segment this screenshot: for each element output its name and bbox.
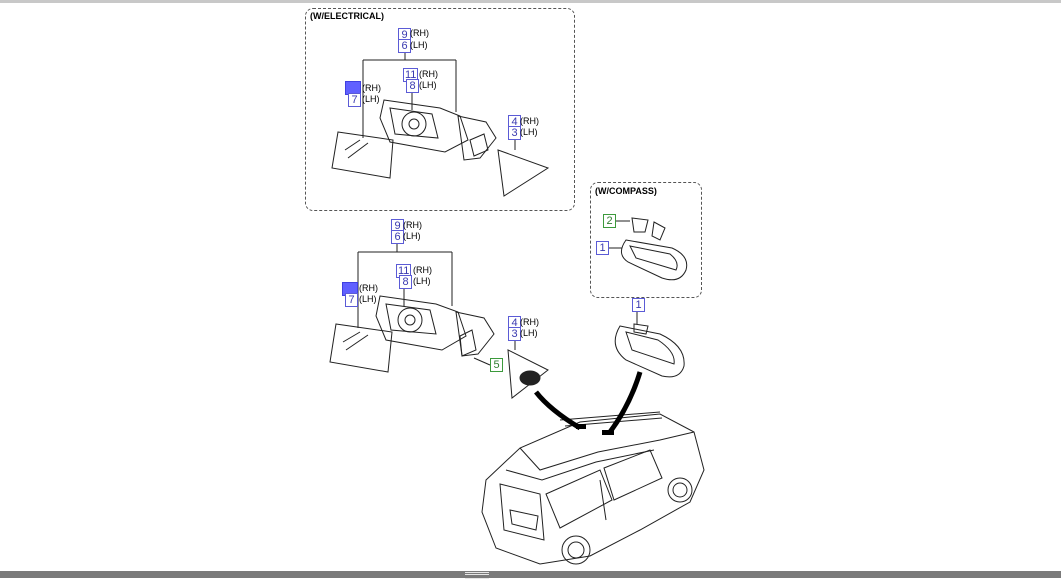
callout-5[interactable]: 5	[490, 358, 503, 372]
lh-label: (LH)	[403, 231, 421, 241]
lh-label: (LH)	[362, 94, 380, 104]
callout-1-inside-mirror[interactable]: 1	[632, 298, 645, 312]
callout-3-lh[interactable]: 3	[508, 126, 521, 140]
lh-label: (LH)	[359, 294, 377, 304]
callout-7-lh[interactable]: 7	[348, 93, 361, 107]
rh-label: (RH)	[362, 83, 381, 93]
rh-label: (RH)	[413, 265, 432, 275]
mirror-glass	[331, 131, 394, 179]
callout-6-lh[interactable]: 6	[398, 39, 411, 53]
rh-label: (RH)	[403, 220, 422, 230]
callout-2[interactable]: 2	[603, 214, 616, 228]
callout-6-lh[interactable]: 6	[391, 230, 404, 244]
vehicle-outline	[481, 411, 705, 565]
mirror-housing	[375, 295, 467, 351]
callout-7-lh[interactable]: 7	[345, 293, 358, 307]
lh-label: (LH)	[520, 328, 538, 338]
lh-label: (LH)	[520, 127, 538, 137]
rh-label: (RH)	[419, 69, 438, 79]
mirror-glass	[329, 323, 393, 373]
bottom-scrollbar[interactable]	[0, 571, 1061, 578]
lh-label: (LH)	[413, 276, 431, 286]
callout-10-rh[interactable]: 10	[345, 81, 362, 95]
lh-label: (LH)	[419, 80, 437, 90]
callout-8-lh[interactable]: 8	[399, 275, 412, 289]
electrical-group-title: (W/ELECTRICAL)	[310, 11, 384, 21]
mirror-housing	[379, 99, 469, 153]
callout-8-lh[interactable]: 8	[406, 79, 419, 93]
inside-mirror-body	[614, 325, 685, 378]
callout-1[interactable]: 1	[596, 241, 609, 255]
rh-label: (RH)	[520, 317, 539, 327]
compass-mirror-body	[621, 239, 688, 281]
rh-label: (RH)	[410, 28, 429, 38]
rh-label: (RH)	[520, 116, 539, 126]
top-bar	[0, 0, 1061, 3]
callout-3-lh[interactable]: 3	[508, 327, 521, 341]
compass-group-title: (W/COMPASS)	[595, 186, 657, 196]
electrical-group-frame	[305, 8, 575, 211]
rh-label: (RH)	[359, 283, 378, 293]
compass-group-frame	[590, 182, 702, 298]
lh-label: (LH)	[410, 40, 428, 50]
mirror-cover	[497, 149, 550, 197]
